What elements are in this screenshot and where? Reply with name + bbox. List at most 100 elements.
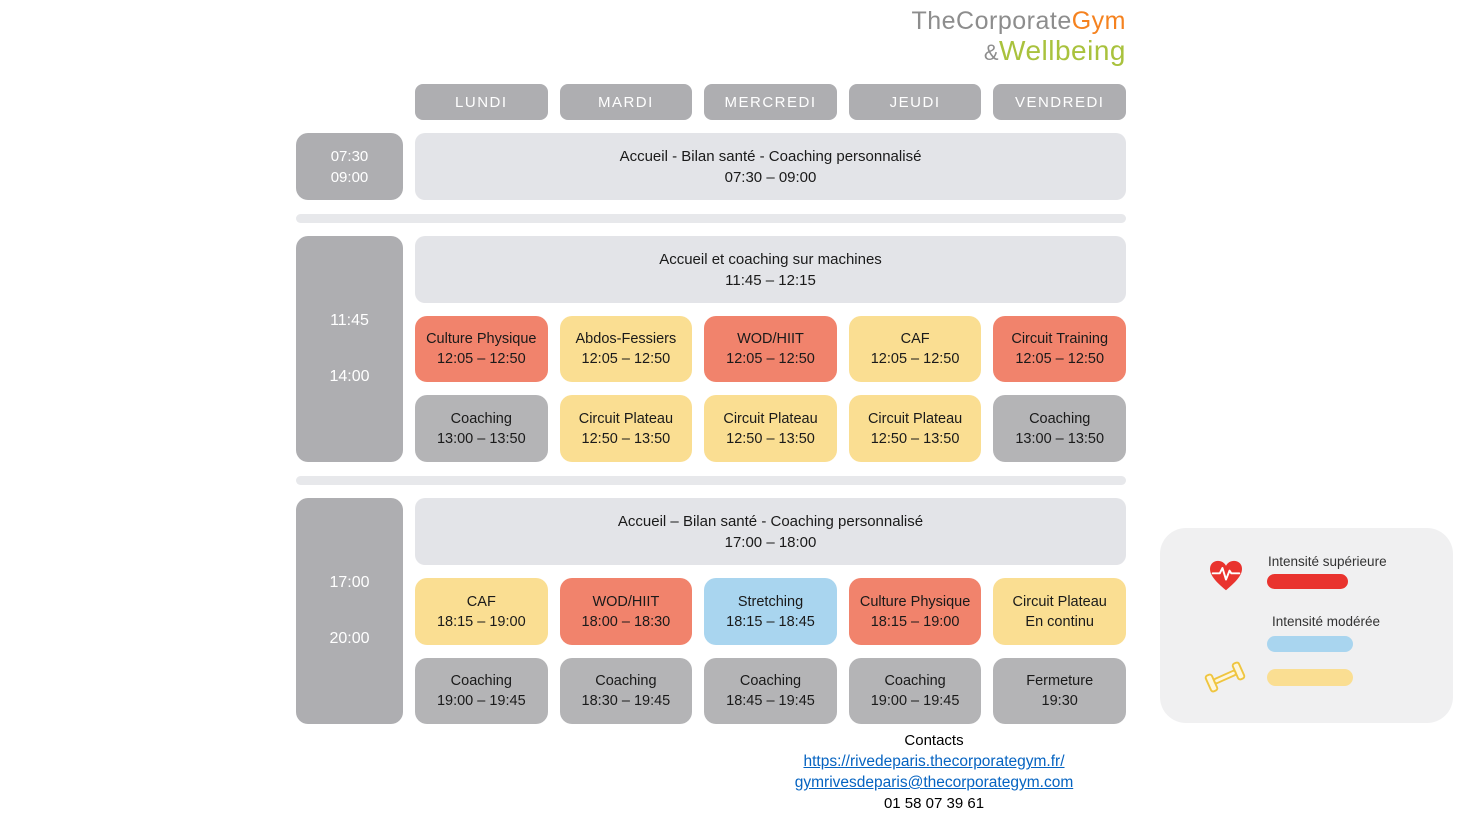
cell-time: 12:50 – 13:50: [870, 430, 960, 447]
cell-time: 18:45 – 19:45: [726, 693, 815, 709]
cell-activity: Fermeture: [1026, 673, 1094, 689]
cell-time: 12:05 – 12:50: [1015, 351, 1105, 367]
cell-time: 19:00 – 19:45: [436, 693, 526, 709]
cell-activity: Circuit Plateau: [1012, 593, 1107, 610]
banner-midday: Accueil et coaching sur machines 11:45 –…: [415, 236, 1126, 303]
cell-activity: WOD/HIIT: [592, 593, 660, 610]
cell-activity: Abdos-Fessiers: [575, 331, 677, 347]
cell-activity: Circuit Plateau: [723, 410, 818, 427]
cell-time: 19:30: [1041, 693, 1078, 709]
day-header-lundi: LUNDI: [415, 84, 548, 120]
cell-time: 18:00 – 18:30: [581, 613, 671, 630]
contacts-block: Contacts https://rivedeparis.thecorporat…: [684, 730, 1184, 814]
cell-coaching-mercredi-soir: Coaching 18:45 – 19:45: [704, 658, 837, 724]
cell-activity: Coaching: [739, 673, 802, 689]
cell-circuit-plateau-jeudi: Circuit Plateau 12:50 – 13:50: [848, 395, 982, 462]
day-header-jeudi: JEUDI: [848, 84, 982, 120]
cell-culture-physique-lundi: Culture Physique 12:05 – 12:50: [415, 316, 548, 382]
cell-activity: Coaching: [450, 410, 512, 427]
cell-time: 12:05 – 12:50: [436, 351, 526, 367]
legend-high-pill: [1267, 574, 1348, 589]
cell-time: En continu: [1025, 613, 1094, 630]
cell-time: 12:50 – 13:50: [726, 430, 815, 447]
time-label-midday: 11:45 14:00: [296, 236, 403, 462]
cell-activity: Coaching: [1029, 410, 1091, 427]
banner-title: Accueil et coaching sur machines: [659, 250, 882, 268]
logo-gym: Gym: [1071, 7, 1126, 35]
separator-bar: [296, 213, 1126, 223]
cell-time: 12:50 – 13:50: [581, 430, 671, 447]
weekly-schedule-grid: LUNDI MARDI MERCREDI JEUDI VENDREDI 07:3…: [296, 84, 1126, 724]
cell-activity: CAF: [900, 331, 930, 347]
day-header-mercredi: MERCREDI: [704, 84, 837, 120]
legend-moderate-blue-pill: [1267, 636, 1353, 652]
cell-time: 18:15 – 19:00: [870, 613, 960, 630]
time-start: 07:30: [330, 147, 369, 165]
cell-circuit-plateau-vendredi: Circuit Plateau En continu: [993, 578, 1126, 645]
banner-title: Accueil - Bilan santé - Coaching personn…: [619, 147, 922, 165]
day-header-mardi: MARDI: [559, 84, 693, 120]
intensity-legend: Intensité supérieure Intensité modérée: [1160, 528, 1453, 723]
cell-time: 12:05 – 12:50: [581, 351, 671, 367]
cell-time: 12:05 – 12:50: [870, 351, 960, 367]
cell-time: 19:00 – 19:45: [870, 693, 960, 709]
banner-morning: Accueil - Bilan santé - Coaching personn…: [415, 133, 1126, 200]
time-end: 20:00: [329, 630, 370, 647]
cell-fermeture-vendredi: Fermeture 19:30: [993, 658, 1126, 724]
phone-number: 01 58 07 39 61: [883, 795, 985, 812]
cell-activity: Culture Physique: [426, 331, 537, 347]
time-start: 17:00: [329, 574, 370, 591]
cell-circuit-plateau-mercredi: Circuit Plateau 12:50 – 13:50: [704, 395, 837, 462]
cell-coaching-vendredi-midi: Coaching 13:00 – 13:50: [993, 395, 1126, 462]
cell-activity: Coaching: [595, 673, 657, 689]
time-label-morning: 07:30 09:00: [296, 133, 403, 200]
banner-time: 17:00 – 18:00: [724, 533, 817, 551]
dumbbell-icon: [1202, 656, 1248, 703]
logo-line2: &Wellbeing: [800, 34, 1126, 67]
cell-time: 18:30 – 19:45: [581, 693, 671, 709]
logo-wellbeing: Wellbeing: [999, 34, 1126, 66]
cell-abdos-fessiers-mardi: Abdos-Fessiers 12:05 – 12:50: [559, 316, 693, 382]
legend-high-label: Intensité supérieure: [1268, 554, 1387, 569]
website-link[interactable]: https://rivedeparis.thecorporategym.fr/: [803, 753, 1065, 770]
time-label-evening: 17:00 20:00: [296, 498, 403, 724]
banner-time: 07:30 – 09:00: [724, 168, 817, 186]
banner-evening: Accueil – Bilan santé - Coaching personn…: [415, 498, 1126, 565]
legend-moderate-yellow-pill: [1267, 669, 1353, 686]
cell-coaching-lundi-soir: Coaching 19:00 – 19:45: [415, 658, 548, 724]
cell-circuit-plateau-mardi: Circuit Plateau 12:50 – 13:50: [559, 395, 693, 462]
brand-logo: TheCorporateGym &Wellbeing: [800, 7, 1126, 67]
time-end: 14:00: [329, 368, 370, 385]
cell-activity: Circuit Training: [1011, 331, 1109, 347]
heartbeat-icon: [1208, 560, 1244, 597]
time-start: 11:45: [330, 312, 369, 329]
cell-time: 13:00 – 13:50: [1015, 430, 1105, 447]
cell-stretching-mercredi: Stretching 18:15 – 18:45: [704, 578, 837, 645]
day-header-vendredi: VENDREDI: [993, 84, 1126, 120]
cell-activity: CAF: [466, 593, 496, 610]
banner-title: Accueil – Bilan santé - Coaching personn…: [617, 512, 924, 530]
email-link[interactable]: gymrivesdeparis@thecorporategym.com: [794, 774, 1074, 791]
cell-activity: Stretching: [737, 593, 804, 610]
cell-activity: WOD/HIIT: [737, 331, 804, 347]
cell-time: 18:15 – 18:45: [726, 613, 815, 630]
contacts-title: Contacts: [904, 732, 964, 749]
logo-ampersand: &: [983, 39, 1000, 65]
cell-time: 18:15 – 19:00: [436, 613, 526, 630]
cell-wod-hiit-mercredi: WOD/HIIT 12:05 – 12:50: [704, 316, 837, 382]
cell-activity: Circuit Plateau: [578, 410, 674, 427]
cell-wod-hiit-mardi: WOD/HIIT 18:00 – 18:30: [559, 578, 693, 645]
cell-time: 12:05 – 12:50: [726, 351, 815, 367]
cell-activity: Coaching: [450, 673, 512, 689]
cell-coaching-lundi-midi: Coaching 13:00 – 13:50: [415, 395, 548, 462]
cell-caf-lundi: CAF 18:15 – 19:00: [415, 578, 548, 645]
cell-activity: Coaching: [884, 673, 946, 689]
cell-time: 13:00 – 13:50: [436, 430, 526, 447]
cell-circuit-training-vendredi: Circuit Training 12:05 – 12:50: [993, 316, 1126, 382]
cell-coaching-mardi-soir: Coaching 18:30 – 19:45: [559, 658, 693, 724]
cell-culture-physique-jeudi: Culture Physique 18:15 – 19:00: [848, 578, 982, 645]
cell-activity: Circuit Plateau: [867, 410, 963, 427]
cell-coaching-jeudi-soir: Coaching 19:00 – 19:45: [848, 658, 982, 724]
banner-time: 11:45 – 12:15: [725, 271, 816, 289]
